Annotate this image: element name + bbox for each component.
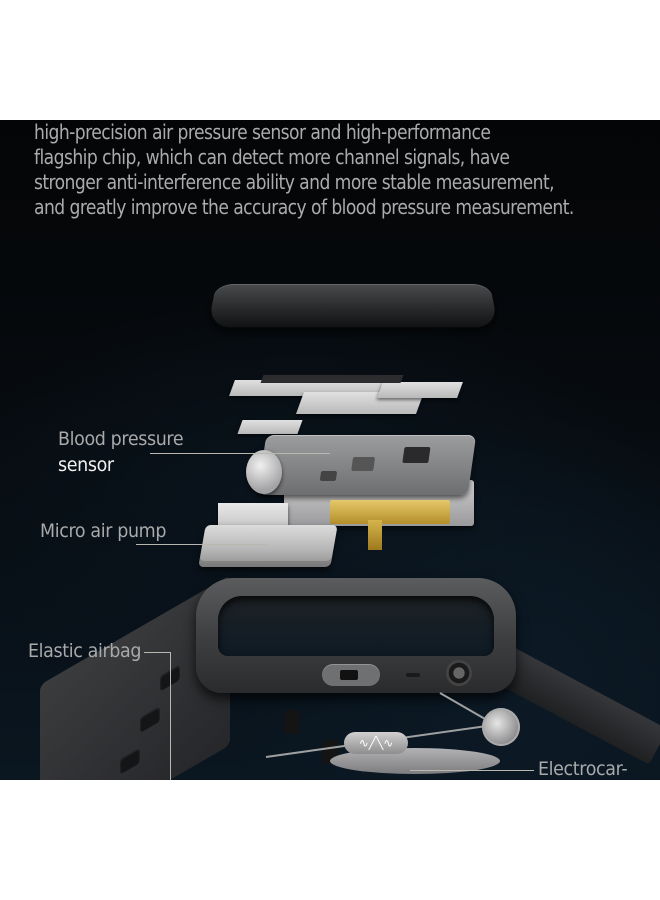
leader-line	[410, 770, 534, 771]
label-electrocardio: Electrocar-	[538, 758, 628, 780]
standoff-post	[284, 710, 300, 734]
strap-hole	[140, 705, 160, 734]
side-button	[446, 660, 472, 686]
label-elastic-airbag: Elastic airbag	[28, 640, 142, 662]
leader-line	[136, 544, 266, 545]
flex-cable	[377, 382, 463, 398]
charging-port	[322, 664, 380, 686]
case-opening	[218, 596, 494, 656]
label-sensor: sensor	[58, 454, 114, 476]
digital-crown	[482, 708, 520, 746]
label-blood-pressure: Blood pressure	[58, 428, 184, 450]
intro-line: stronger anti-interference ability and m…	[34, 170, 555, 194]
port-slot	[340, 670, 358, 680]
display-glass	[207, 284, 499, 328]
flex-cable	[237, 420, 303, 434]
watch-case-frame	[196, 578, 516, 693]
circuit-board	[257, 435, 477, 495]
gold-contact-tab	[368, 520, 382, 550]
intro-line: and greatly improve the accuracy of bloo…	[34, 195, 574, 219]
chip	[319, 471, 338, 481]
ecg-wave-icon: ∿╱╲∿	[358, 736, 394, 750]
microphone-hole	[406, 673, 420, 677]
air-pressure-sensor	[246, 450, 282, 494]
chip	[351, 457, 376, 471]
flagship-chip	[402, 447, 431, 463]
intro-paragraph: high-precision air pressure sensor and h…	[34, 120, 611, 220]
strap-hole	[120, 747, 140, 775]
flex-connector	[260, 375, 404, 383]
micro-air-pump	[198, 525, 338, 567]
leader-line	[170, 652, 171, 780]
label-micro-air-pump: Micro air pump	[40, 520, 167, 542]
leader-line	[150, 453, 330, 454]
ecg-electrode: ∿╱╲∿	[344, 732, 408, 754]
exploded-watch-illustration: high-precision air pressure sensor and h…	[0, 120, 660, 780]
leader-line	[144, 652, 170, 653]
gold-contact-plate	[330, 500, 450, 524]
intro-line: flagship chip, which can detect more cha…	[34, 145, 510, 169]
intro-line: high-precision air pressure sensor and h…	[34, 120, 491, 144]
